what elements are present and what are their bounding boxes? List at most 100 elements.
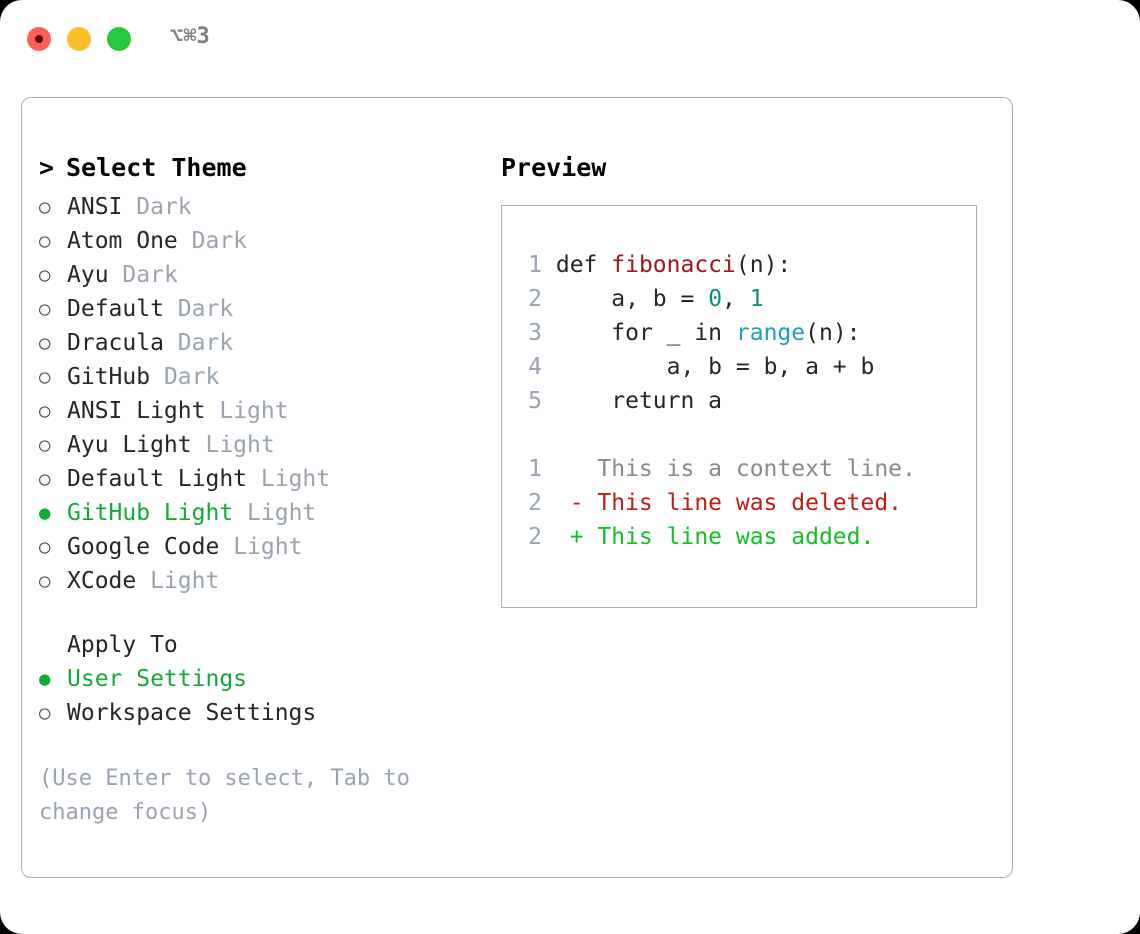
theme-item-label: Ayu Light Light [67, 428, 275, 462]
line-number: 4 [528, 354, 542, 380]
code-line: 3 for _ in range(n): [520, 316, 970, 350]
diff-text: This is a context line. [597, 456, 916, 482]
maximize-window-button[interactable] [107, 27, 131, 51]
theme-item-label: Google Code Light [67, 530, 302, 564]
theme-variant-tag: Light [150, 568, 220, 594]
radio-unselected-icon: ○ [39, 230, 51, 252]
radio-unselected-icon: ○ [39, 702, 51, 724]
preview-column: Preview 1 def fibonacci(n):2 a, b = 0, 1… [501, 150, 991, 608]
code-token: 0 [708, 286, 723, 312]
keyboard-shortcut-label: ⌥⌘3 [170, 24, 210, 49]
theme-item-label: GitHub Dark [67, 360, 219, 394]
keyboard-hint-text: (Use Enter to select, Tab to change focu… [39, 766, 424, 825]
radio-unselected-icon: ○ [39, 366, 51, 388]
line-number: 1 [528, 456, 542, 482]
apply-to-option-label: User Settings [67, 666, 248, 692]
theme-name: Atom One [67, 228, 178, 254]
select-theme-title: Select Theme [66, 153, 247, 182]
line-number: 1 [528, 252, 542, 278]
apply-to-option[interactable]: ○ Workspace Settings [39, 696, 479, 730]
theme-variant-tag: Dark [177, 296, 234, 322]
diff-sign [542, 456, 597, 482]
theme-name: GitHub Light [67, 500, 234, 526]
theme-list-item[interactable]: ○ANSI Light Light [39, 394, 479, 428]
theme-name: Dracula [67, 330, 164, 356]
theme-list-item[interactable]: ○Default Dark [39, 292, 479, 326]
code-token: range [735, 320, 806, 346]
theme-variant-tag: Dark [122, 262, 178, 288]
theme-list-item[interactable]: ○Ayu Light Light [39, 428, 479, 462]
spacer [219, 534, 233, 560]
blank-separator-line [520, 418, 970, 452]
radio-unselected-icon: ○ [39, 332, 51, 354]
theme-variant-tag: Dark [136, 194, 192, 220]
code-token: def [555, 252, 612, 278]
theme-item-label: Ayu Dark [67, 258, 178, 292]
code-line: 5 return a [520, 384, 970, 418]
theme-list-item[interactable]: ● GitHub Light Light [39, 496, 479, 530]
theme-picker-column: > Select Theme ○ANSI Dark○Atom One Dark○… [39, 150, 479, 830]
gutter-gap [542, 388, 556, 414]
spacer [136, 568, 150, 594]
theme-name: ANSI [67, 194, 123, 220]
spacer [122, 194, 136, 220]
spacer [164, 296, 178, 322]
theme-variant-tag: Dark [177, 330, 234, 356]
line-number: 3 [528, 320, 542, 346]
radio-unselected-icon: ○ [39, 536, 51, 558]
theme-name: Default [67, 296, 164, 322]
line-number: 2 [528, 286, 542, 312]
theme-variant-tag: Dark [163, 364, 220, 390]
prompt-caret-icon: > [39, 153, 55, 182]
theme-item-label: ANSI Dark [67, 190, 192, 224]
code-line: 4 a, b = b, a + b [520, 350, 970, 384]
theme-name: XCode [67, 568, 137, 594]
code-token: 1 [749, 286, 764, 312]
theme-variant-tag: Light [219, 398, 289, 424]
spacer [164, 330, 178, 356]
code-token: for _ in [555, 320, 736, 346]
theme-list-item[interactable]: ○Default Light Light [39, 462, 479, 496]
spacer [109, 262, 123, 288]
theme-item-label: ANSI Light Light [67, 394, 289, 428]
content-panel: > Select Theme ○ANSI Dark○Atom One Dark○… [21, 97, 1013, 878]
theme-variant-tag: Light [260, 466, 331, 492]
theme-list-item[interactable]: ○ Atom One Dark [39, 224, 479, 258]
code-token: (n): [805, 320, 861, 346]
theme-item-label: XCode Light [67, 564, 219, 598]
spacer [233, 500, 247, 526]
select-theme-header: > Select Theme [39, 150, 479, 190]
theme-name: GitHub [67, 364, 151, 390]
diff-text: This line was deleted. [597, 490, 903, 516]
theme-variant-tag: Light [247, 500, 317, 526]
gutter-gap [542, 286, 556, 312]
theme-list-item[interactable]: ○ Dracula Dark [39, 326, 479, 360]
theme-item-label: Atom One Dark [67, 224, 247, 258]
radio-unselected-icon: ○ [39, 570, 51, 592]
diff-sign: - [542, 490, 598, 516]
radio-selected-icon: ● [39, 502, 51, 524]
code-line: 2 a, b = 0, 1 [520, 282, 970, 316]
diff-sign: + [542, 524, 598, 550]
theme-variant-tag: Dark [191, 228, 248, 254]
theme-list-item[interactable]: ○ XCode Light [39, 564, 479, 598]
diff-line: 2 + This line was added. [520, 520, 970, 554]
spacer [192, 432, 206, 458]
gutter-gap [542, 354, 556, 380]
diff-text: This line was added. [597, 524, 875, 550]
theme-list-item[interactable]: ○ Ayu Dark [39, 258, 479, 292]
apply-to-option[interactable]: ●User Settings [39, 662, 479, 696]
theme-variant-tag: Light [233, 534, 303, 560]
theme-item-label: Default Dark [67, 292, 233, 326]
apply-to-option-label: Workspace Settings [67, 700, 317, 726]
gutter-gap [542, 252, 556, 278]
minimize-window-button[interactable] [67, 27, 91, 51]
theme-list-item[interactable]: ○ANSI Dark [39, 190, 479, 224]
code-token: a, b = b, a + b [555, 354, 875, 380]
theme-list-item[interactable]: ○ Google Code Light [39, 530, 479, 564]
theme-list-item[interactable]: ○ GitHub Dark [39, 360, 479, 394]
theme-name: ANSI Light [67, 398, 206, 424]
radio-unselected-icon: ○ [39, 264, 51, 286]
